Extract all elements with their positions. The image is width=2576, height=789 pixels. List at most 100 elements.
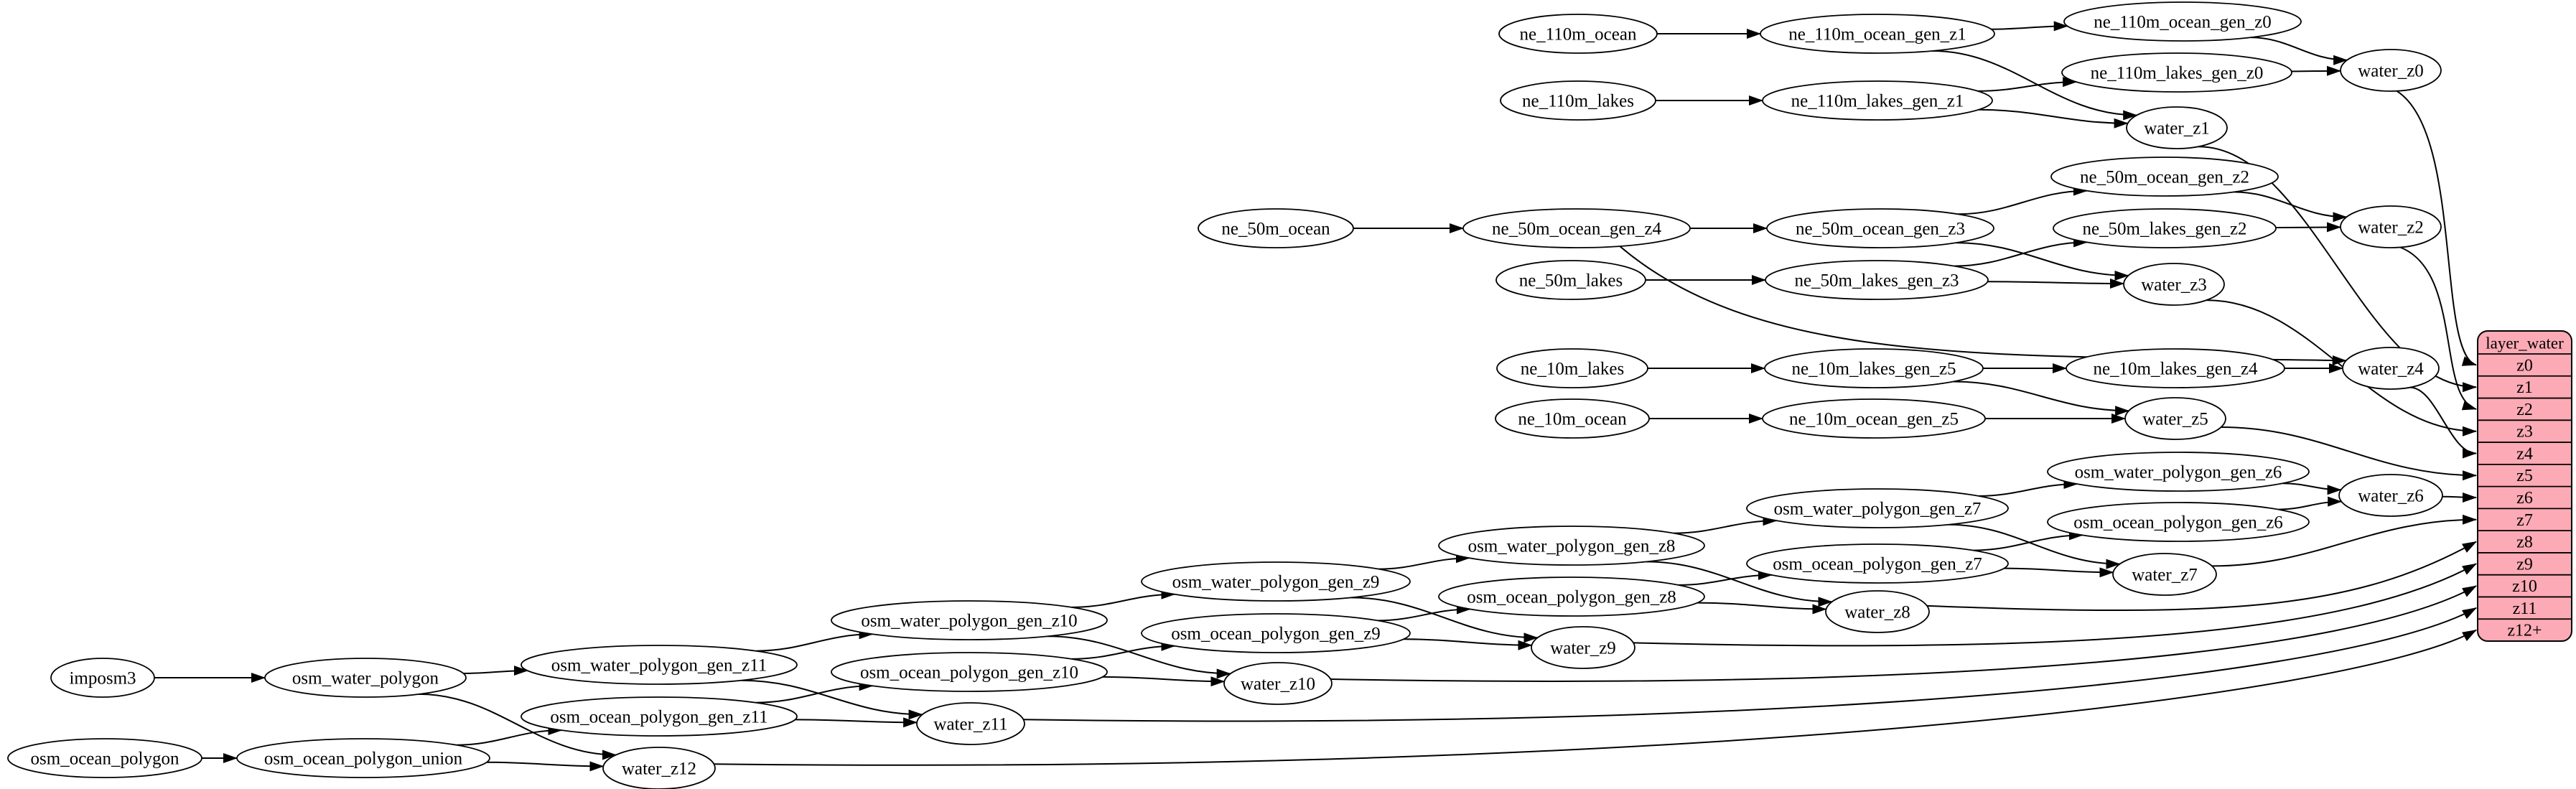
node-label-water-z9: water_z9 <box>1550 639 1616 658</box>
table-row-z12plus: z12+ <box>2507 622 2542 640</box>
node-osm-water-polygon: osm_water_polygon <box>264 658 467 698</box>
edge-ne-50m-ocean-gen-z3-to-ne-50m-ocean-gen-z2 <box>1958 185 2088 215</box>
node-ellipse-osm-ocean-polygon-gen-z11 <box>521 696 798 737</box>
node-ellipse-ne-110m-lakes-gen-z1 <box>1762 80 1993 121</box>
edge-ne-50m-ocean-gen-z3-to-water-z3 <box>1956 242 2129 281</box>
node-osm-ocean-polygon: osm_ocean_polygon <box>7 738 202 778</box>
edge-ne-110m-lakes-gen-z1-to-ne-110m-lakes-gen-z0 <box>1977 77 2078 92</box>
node-water-z5: water_z5 <box>2124 397 2226 440</box>
node-label-water-z2: water_z2 <box>2358 218 2424 238</box>
node-label-ne-50m-lakes-gen-z2: ne_50m_lakes_gen_z2 <box>2082 220 2246 239</box>
layer-water-table-title: layer_water <box>2486 335 2564 353</box>
node-water-z3: water_z3 <box>2123 263 2225 306</box>
node-label-water-z7: water_z7 <box>2132 566 2198 585</box>
edge-water-z12-to-layer-water-z12plus <box>714 629 2477 766</box>
node-label-osm-ocean-polygon-gen-z11: osm_ocean_polygon_gen_z11 <box>550 708 767 727</box>
node-ne-110m-ocean: ne_110m_ocean <box>1498 14 1658 54</box>
node-ellipse-ne-110m-lakes-gen-z0 <box>2061 52 2292 93</box>
node-label-osm-water-polygon-gen-z11: osm_water_polygon_gen_z11 <box>551 656 767 676</box>
node-label-osm-water-polygon-gen-z10: osm_water_polygon_gen_z10 <box>861 612 1077 631</box>
node-ellipse-ne-50m-ocean <box>1198 208 1354 248</box>
node-water-z10: water_z10 <box>1223 662 1333 705</box>
node-ellipse-osm-water-polygon-gen-z10 <box>831 600 1108 640</box>
edge-ne-110m-ocean-gen-z1-to-water-z1 <box>1931 50 2138 121</box>
edge-osm-water-polygon-gen-z6-to-water-z6 <box>2282 482 2342 495</box>
node-water-z2: water_z2 <box>2340 205 2442 248</box>
node-ne-50m-ocean-gen-z4: ne_50m_ocean_gen_z4 <box>1462 208 1691 248</box>
edge-osm-water-polygon-gen-z7-to-water-z7 <box>1948 523 2121 569</box>
edge-osm-water-polygon-to-osm-water-polygon-gen-z11 <box>463 666 528 676</box>
node-label-ne-10m-ocean: ne_10m_ocean <box>1518 410 1627 429</box>
node-water-z11: water_z11 <box>916 702 1025 745</box>
node-label-ne-110m-lakes-gen-z0: ne_110m_lakes_gen_z0 <box>2091 64 2264 83</box>
node-osm-ocean-polygon-gen-z6: osm_ocean_polygon_gen_z6 <box>2047 502 2310 542</box>
node-ellipse-ne-10m-ocean-gen-z5 <box>1762 398 1986 439</box>
node-label-water-z12: water_z12 <box>622 760 696 779</box>
edge-osm-water-polygon-gen-z9-to-osm-water-polygon-gen-z8 <box>1378 553 1470 570</box>
node-water-z8: water_z8 <box>1825 590 1930 633</box>
edge-osm-water-polygon-gen-z9-to-water-z9 <box>1350 597 1539 643</box>
table-row-z9: z9 <box>2516 555 2533 574</box>
edge-ne-110m-lakes-gen-z1-to-water-z1 <box>1978 108 2129 129</box>
node-water-z0: water_z0 <box>2340 49 2442 92</box>
node-label-osm-ocean-polygon-union: osm_ocean_polygon_union <box>264 750 463 769</box>
node-label-water-z5: water_z5 <box>2142 410 2208 429</box>
node-label-osm-ocean-polygon-gen-z9: osm_ocean_polygon_gen_z9 <box>1171 625 1381 644</box>
node-ellipse-ne-50m-ocean-gen-z2 <box>2050 157 2279 197</box>
node-ellipse-osm-water-polygon-gen-z7 <box>1746 488 2009 528</box>
node-label-ne-110m-ocean: ne_110m_ocean <box>1520 25 1637 45</box>
node-ne-10m-ocean: ne_10m_ocean <box>1495 398 1650 439</box>
node-ellipse-ne-10m-lakes-gen-z5 <box>1764 348 1984 388</box>
node-osm-water-polygon-gen-z7: osm_water_polygon_gen_z7 <box>1746 488 2009 528</box>
table-layer-water: layer_waterz0z1z2z3z4z5z6z7z8z9z10z11z12… <box>2477 330 2572 642</box>
edge-osm-ocean-polygon-gen-z7-to-water-z7 <box>2004 567 2114 578</box>
node-ellipse-ne-10m-ocean <box>1495 398 1650 439</box>
node-ellipse-ne-10m-lakes-gen-z4 <box>2066 348 2285 388</box>
node-ellipse-osm-ocean-polygon-gen-z6 <box>2047 502 2310 542</box>
edge-ne-10m-lakes-gen-z5-to-water-z5 <box>1953 381 2130 416</box>
node-label-ne-10m-lakes-gen-z4: ne_10m_lakes_gen_z4 <box>2093 360 2258 379</box>
node-label-ne-110m-ocean-gen-z0: ne_110m_ocean_gen_z0 <box>2094 13 2272 32</box>
node-osm-ocean-polygon-gen-z10: osm_ocean_polygon_gen_z10 <box>831 652 1108 692</box>
node-ellipse-water-z1 <box>2126 106 2228 149</box>
node-label-ne-110m-lakes: ne_110m_lakes <box>1522 92 1634 111</box>
node-ellipse-water-z7 <box>2112 553 2217 596</box>
edge-osm-water-polygon-to-water-z12 <box>419 693 617 760</box>
node-ne-50m-lakes: ne_50m_lakes <box>1495 260 1646 300</box>
edge-water-z4-to-layer-water-z4 <box>2409 386 2477 459</box>
node-ellipse-water-z6 <box>2338 474 2443 517</box>
node-label-osm-ocean-polygon-gen-z10: osm_ocean_polygon_gen_z10 <box>860 663 1078 683</box>
edge-ne-110m-ocean-gen-z0-to-water-z0 <box>2250 37 2348 65</box>
edge-osm-water-polygon-gen-z10-to-water-z10 <box>1047 635 1231 679</box>
node-ne-110m-lakes-gen-z1: ne_110m_lakes_gen_z1 <box>1762 80 1993 121</box>
edge-osm-ocean-polygon-gen-z10-to-osm-ocean-polygon-gen-z9 <box>1071 640 1176 660</box>
edge-water-z6-to-layer-water-z6 <box>2442 492 2477 503</box>
node-ne-10m-lakes-gen-z5: ne_10m_lakes_gen_z5 <box>1764 348 1984 388</box>
node-ellipse-osm-ocean-polygon-gen-z10 <box>831 652 1108 692</box>
node-ellipse-ne-110m-ocean-gen-z0 <box>2063 1 2302 42</box>
edge-osm-water-polygon-gen-z7-to-osm-water-polygon-gen-z6 <box>1978 479 2078 497</box>
node-osm-ocean-polygon-gen-z11: osm_ocean_polygon_gen_z11 <box>521 696 798 737</box>
node-label-water-z3: water_z3 <box>2141 276 2207 295</box>
table-row-z8: z8 <box>2516 533 2533 552</box>
edge-osm-water-polygon-gen-z10-to-osm-water-polygon-gen-z9 <box>1071 589 1176 608</box>
node-ellipse-osm-ocean-polygon-gen-z7 <box>1746 543 2009 584</box>
edge-osm-ocean-polygon-gen-z7-to-osm-ocean-polygon-gen-z6 <box>1973 530 2083 551</box>
node-ne-50m-ocean-gen-z2: ne_50m_ocean_gen_z2 <box>2050 157 2279 197</box>
node-ellipse-water-z0 <box>2340 49 2442 92</box>
node-osm-water-polygon-gen-z11: osm_water_polygon_gen_z11 <box>521 645 798 685</box>
node-label-osm-water-polygon-gen-z8: osm_water_polygon_gen_z8 <box>1468 537 1676 556</box>
node-ellipse-water-z2 <box>2340 205 2442 248</box>
node-label-osm-water-polygon: osm_water_polygon <box>292 669 439 688</box>
edge-osm-water-polygon-gen-z8-to-water-z8 <box>1646 561 1833 607</box>
node-water-z4: water_z4 <box>2342 347 2440 390</box>
node-ellipse-ne-50m-ocean-gen-z4 <box>1462 208 1691 248</box>
node-label-ne-110m-lakes-gen-z1: ne_110m_lakes_gen_z1 <box>1791 92 1964 111</box>
node-ellipse-water-z11 <box>916 702 1025 745</box>
edge-ne-50m-lakes-gen-z3-to-ne-50m-lakes-gen-z2 <box>1954 237 2089 267</box>
table-row-z1: z1 <box>2516 378 2533 397</box>
node-label-ne-50m-ocean-gen-z2: ne_50m_ocean_gen_z2 <box>2080 168 2249 187</box>
edge-water-z3-to-layer-water-z3 <box>2206 299 2477 436</box>
node-water-z7: water_z7 <box>2112 553 2217 596</box>
